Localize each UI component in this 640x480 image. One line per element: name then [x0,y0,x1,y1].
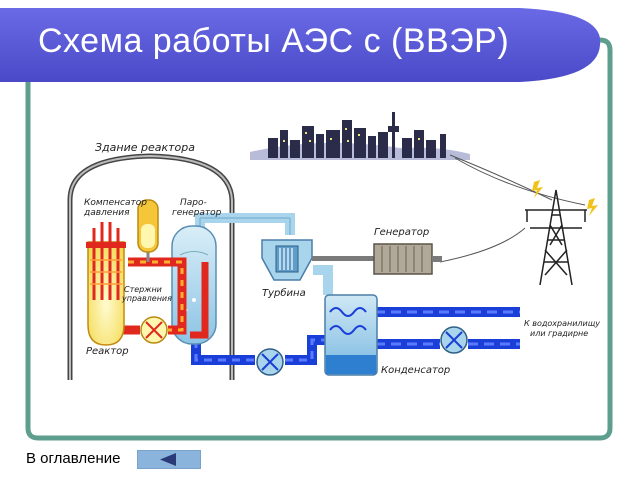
reservoir-label-2: или градирне [530,329,588,338]
generator-label: Генератор [374,227,429,238]
title-banner [0,8,601,82]
table-of-contents-link[interactable]: В оглавление [26,450,121,467]
condenser [324,294,378,376]
feedwater-pump-icon [256,348,284,376]
compensator-label: Компенсатор [84,198,147,208]
secondary-loop [191,213,520,365]
turbine [261,239,374,281]
reactor-vessel [86,222,126,346]
building-label: Здание реактора [95,141,195,154]
power-lines [439,154,586,263]
cooling-pump-icon [440,326,468,354]
primary-pump-icon [140,316,168,344]
steam-generator-label: Паро- [180,198,207,208]
pressure-compensator [137,199,159,262]
city-skyline [250,112,470,160]
steam-generator-label-2: генератор [172,208,222,218]
transmission-tower [525,189,587,286]
turbine-label: Турбина [262,287,306,299]
generator [373,243,442,275]
slide-frame [25,37,613,441]
reservoir-label: К водохранилищу [524,319,600,328]
condenser-label: Конденсатор [381,365,450,376]
control-rods-label: Стержни [124,285,162,294]
control-rods-label-2: управления [121,294,172,303]
lightning-icon [532,180,598,216]
compensator-label-2: давления [83,208,130,218]
back-button[interactable] [137,450,201,469]
left-arrow-icon [160,453,176,466]
reactor-label: Реактор [86,346,129,357]
slide-title: Схема работы АЭС с (ВВЭР) [38,22,510,60]
